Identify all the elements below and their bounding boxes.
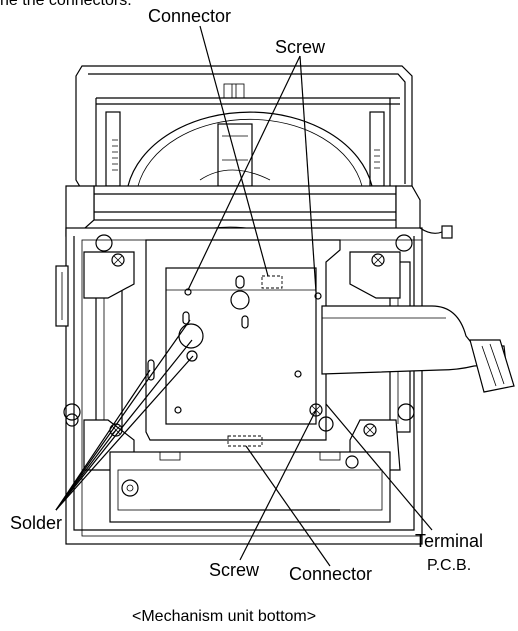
central-pcb-plate [145,239,341,447]
screw-label-bottom: Screw [209,560,260,580]
screw-label-top: Screw [275,37,326,57]
pcb-label: P.C.B. [427,557,472,574]
solder-label: Solder [10,513,63,533]
terminal-label: Terminal [415,531,484,551]
connector-label-bottom: Connector [289,564,373,584]
connector-label-top: Connector [148,6,232,26]
figure-caption: <Mechanism unit bottom> [132,608,317,625]
leader-lines [55,25,433,567]
flex-cable [321,225,515,393]
disc [127,111,373,187]
partial-instruction-text: ne the connectors. [0,0,132,9]
